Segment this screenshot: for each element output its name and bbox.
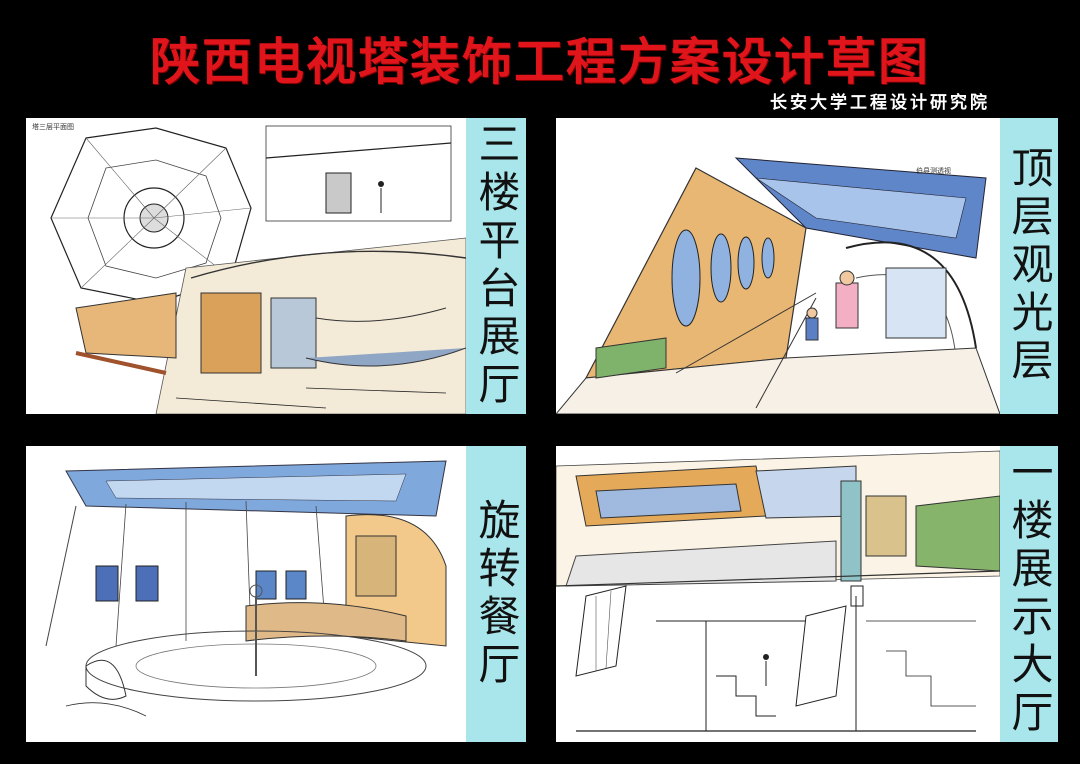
label-strip-revolving-restaurant: 旋转餐厅: [466, 446, 526, 742]
institute-name: 长安大学工程设计研究院: [770, 93, 990, 113]
sketch-third-floor-platform: 塔三层平面图: [26, 118, 466, 414]
floor-plan-caption: 塔三层平面图: [32, 123, 74, 131]
restaurant-sketch-drawing: [45, 460, 447, 717]
label-first-floor-exhibition-hall: 一楼展示大厅: [1005, 450, 1054, 738]
label-strip-top-observation: 顶层观光层: [1000, 118, 1058, 414]
label-third-floor-platform: 三楼平台展厅: [472, 122, 521, 410]
observation-sketch-drawing: [556, 118, 1000, 414]
label-revolving-restaurant: 旋转餐厅: [472, 498, 521, 690]
first-floor-sketch-drawing: [556, 450, 1000, 732]
sketch-first-floor-exhibition: [556, 446, 1000, 742]
label-top-observation-level: 顶层观光层: [1005, 146, 1054, 386]
page-title: 陕西电视塔装饰工程方案设计草图: [150, 32, 930, 91]
sketch-top-observation-level: 伯县测透视: [556, 118, 1000, 414]
label-strip-third-floor: 三楼平台展厅: [466, 118, 526, 414]
sketch-revolving-restaurant: [26, 446, 466, 742]
observation-sketch-note: 伯县测透视: [916, 167, 951, 175]
label-strip-first-floor: 一楼展示大厅: [1000, 446, 1058, 742]
third-floor-sketch-drawing: [50, 125, 466, 414]
